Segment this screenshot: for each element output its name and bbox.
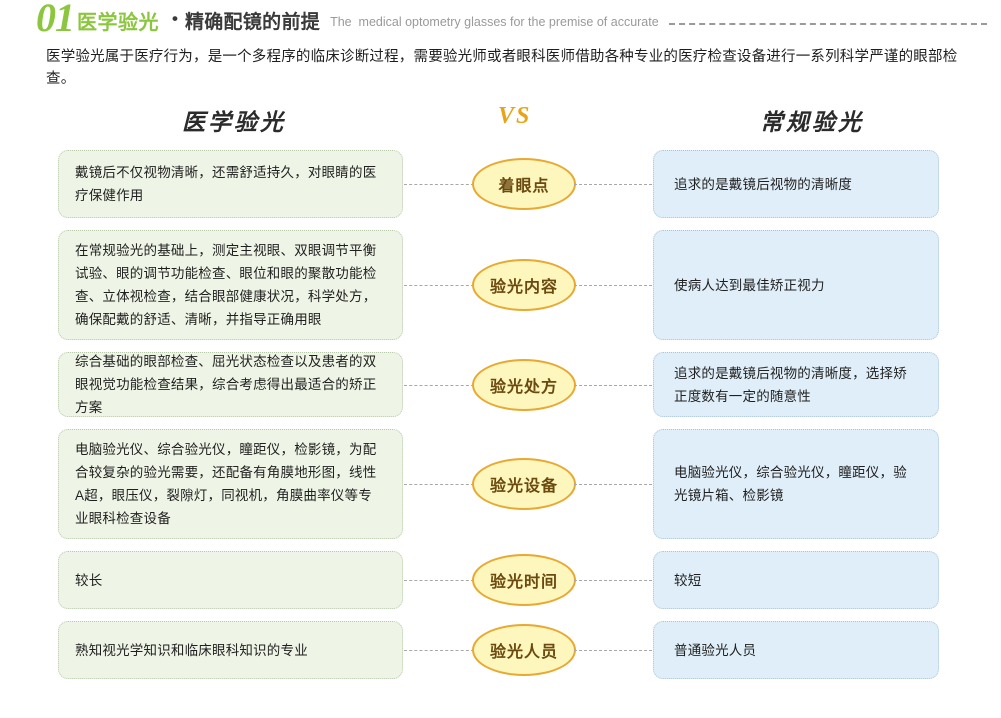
row-cell-right-text: 追求的是戴镜后视物的清晰度 (674, 176, 853, 192)
section-subtitle-en: The medical optometry glasses for the pr… (330, 15, 659, 29)
row-cell-right: 电脑验光仪，综合验光仪，瞳距仪，验光镜片箱、检影镜 (653, 429, 939, 539)
table-row: 在常规验光的基础上，测定主视眼、双眼调节平衡试验、眼的调节功能检查、眼位和眼的聚… (0, 230, 1001, 340)
row-badge[interactable]: 验光人员 (472, 624, 576, 676)
row-cell-left: 戴镜后不仅视物清晰，还需舒适持久，对眼睛的医疗保健作用 (58, 150, 403, 218)
row-badge-label: 验光设备 (489, 478, 558, 495)
row-badge[interactable]: 着眼点 (472, 158, 576, 210)
row-cell-right-text: 普通验光人员 (674, 642, 757, 658)
table-row: 电脑验光仪、综合验光仪，瞳距仪，检影镜，为配合较复杂的验光需要，还配备有角膜地形… (0, 429, 1001, 539)
column-heading-right: 常规验光 (760, 110, 864, 135)
intro-paragraph: 医学验光属于医疗行为，是一个多程序的临床诊断过程，需要验光师或者眼科医师借助各种… (46, 49, 958, 87)
row-badge-label: 验光处方 (489, 379, 558, 396)
row-cell-left: 综合基础的眼部检查、屈光状态检查以及患者的双眼视觉功能检查结果，综合考虑得出最适… (58, 352, 403, 417)
connector-line-right (574, 285, 652, 286)
page-header: 01 医学验光 • 精确配镜的前提 The medical optometry … (0, 0, 1001, 40)
row-cell-left-text: 综合基础的眼部检查、屈光状态检查以及患者的双眼视觉功能检查结果，综合考虑得出最适… (75, 354, 377, 415)
row-cell-left: 较长 (58, 551, 403, 609)
row-cell-right: 追求的是戴镜后视物的清晰度，选择矫正度数有一定的随意性 (653, 352, 939, 417)
row-cell-left-text: 戴镜后不仅视物清晰，还需舒适持久，对眼睛的医疗保健作用 (75, 165, 377, 203)
connector-line-left (404, 484, 474, 485)
row-badge[interactable]: 验光时间 (472, 554, 576, 606)
connector-line-right (574, 184, 652, 185)
row-cell-left-text: 在常规验光的基础上，测定主视眼、双眼调节平衡试验、眼的调节功能检查、眼位和眼的聚… (75, 243, 377, 327)
column-heading-vs: VS (498, 103, 532, 129)
row-cell-right: 使病人达到最佳矫正视力 (653, 230, 939, 340)
row-cell-left-text: 电脑验光仪、综合验光仪，瞳距仪，检影镜，为配合较复杂的验光需要，还配备有角膜地形… (75, 442, 377, 526)
row-cell-left-text: 熟知视光学知识和临床眼科知识的专业 (75, 642, 308, 658)
row-cell-right-text: 使病人达到最佳矫正视力 (674, 277, 825, 293)
row-badge-label: 验光人员 (489, 644, 558, 661)
table-row: 戴镜后不仅视物清晰，还需舒适持久，对眼睛的医疗保健作用 着眼点 追求的是戴镜后视物的… (0, 150, 1001, 218)
comparison-table: 戴镜后不仅视物清晰，还需舒适持久，对眼睛的医疗保健作用着眼点追求的是戴镜后视物的… (0, 150, 1001, 691)
row-badge[interactable]: 验光处方 (472, 359, 576, 411)
connector-line-left (404, 285, 474, 286)
connector-line-left (404, 650, 474, 651)
connector-line-right (574, 650, 652, 651)
header-dashed-rule (668, 23, 987, 25)
row-cell-left: 在常规验光的基础上，测定主视眼、双眼调节平衡试验、眼的调节功能检查、眼位和眼的聚… (58, 230, 403, 340)
row-cell-right-text: 较短 (674, 572, 702, 588)
table-row: 较长 验光时间 较短 (0, 551, 1001, 609)
section-subtitle-cn: 精确配镜的前提 (184, 11, 321, 33)
row-cell-left: 熟知视光学知识和临床眼科知识的专业 (58, 621, 403, 679)
section-number: 01 (36, 0, 75, 40)
column-heading-left: 医学验光 (182, 110, 286, 135)
row-badge[interactable]: 验光设备 (472, 458, 576, 510)
column-headings: 医学验光 VS 常规验光 (0, 103, 1001, 141)
bullet-icon: • (172, 9, 178, 28)
row-cell-right: 追求的是戴镜后视物的清晰度 (653, 150, 939, 218)
connector-line-left (404, 184, 474, 185)
row-cell-left: 电脑验光仪、综合验光仪，瞳距仪，检影镜，为配合较复杂的验光需要，还配备有角膜地形… (58, 429, 403, 539)
row-badge-label: 着眼点 (498, 178, 550, 195)
connector-line-right (574, 484, 652, 485)
connector-line-right (574, 580, 652, 581)
row-cell-right-text: 电脑验光仪，综合验光仪，瞳距仪，验光镜片箱、检影镜 (674, 465, 907, 503)
connector-line-left (404, 385, 474, 386)
row-badge[interactable]: 验光内容 (472, 259, 576, 311)
row-cell-right-text: 追求的是戴镜后视物的清晰度，选择矫正度数有一定的随意性 (674, 365, 907, 404)
table-row: 熟知视光学知识和临床眼科知识的专业 验光人员 普通验光人员 (0, 621, 1001, 679)
table-row: 综合基础的眼部检查、屈光状态检查以及患者的双眼视觉功能检查结果，综合考虑得出最适… (0, 352, 1001, 417)
connector-line-right (574, 385, 652, 386)
row-cell-right: 较短 (653, 551, 939, 609)
connector-line-left (404, 580, 474, 581)
row-badge-label: 验光时间 (489, 574, 558, 591)
row-cell-right: 普通验光人员 (653, 621, 939, 679)
row-cell-left-text: 较长 (75, 572, 103, 588)
section-title-cn: 医学验光 (77, 11, 159, 34)
row-badge-label: 验光内容 (489, 279, 558, 296)
